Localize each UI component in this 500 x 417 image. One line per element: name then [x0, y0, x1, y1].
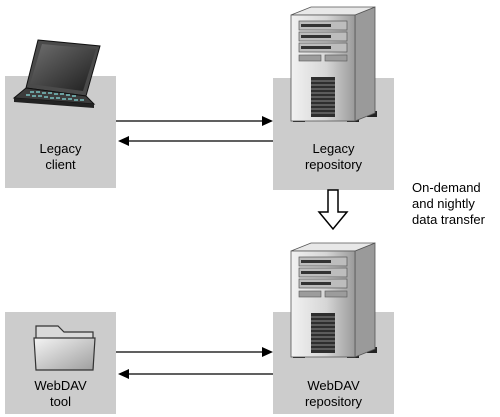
legacy-client-label-line2: client [45, 157, 76, 172]
webdav-tool-label-line1: WebDAV [34, 378, 87, 393]
webdav-repository-label-line2: repository [304, 394, 363, 409]
laptop-icon [12, 39, 101, 108]
legacy-repository-label: Legacy repository [273, 141, 394, 173]
server-tower-icon [290, 6, 378, 123]
folder-icon [33, 325, 96, 371]
data-transfer-arrow [317, 189, 349, 231]
webdav-tool-label: WebDAV tool [5, 378, 116, 410]
webdav-repository-label-line1: WebDAV [307, 378, 360, 393]
legacy-repository-label-line2: repository [304, 157, 363, 172]
webdav-repository-label: WebDAV repository [273, 378, 394, 410]
transfer-note: On-demand and nightly data transfer [412, 180, 498, 228]
legacy-client-label: Legacy client [5, 141, 116, 173]
webdav-tool-label-line2: tool [50, 394, 71, 409]
arrow-repository-to-client [118, 136, 273, 146]
arrow-repository-to-tool [118, 369, 273, 379]
arrow-tool-to-repository [116, 347, 273, 357]
arrow-client-to-repository [116, 116, 273, 126]
transfer-note-line2: and nightly [412, 196, 475, 211]
transfer-note-line1: On-demand [412, 180, 481, 195]
legacy-repository-label-line1: Legacy [312, 141, 355, 156]
legacy-client-label-line1: Legacy [39, 141, 82, 156]
transfer-note-line3: data transfer [412, 212, 485, 227]
server-tower-icon [290, 242, 378, 359]
